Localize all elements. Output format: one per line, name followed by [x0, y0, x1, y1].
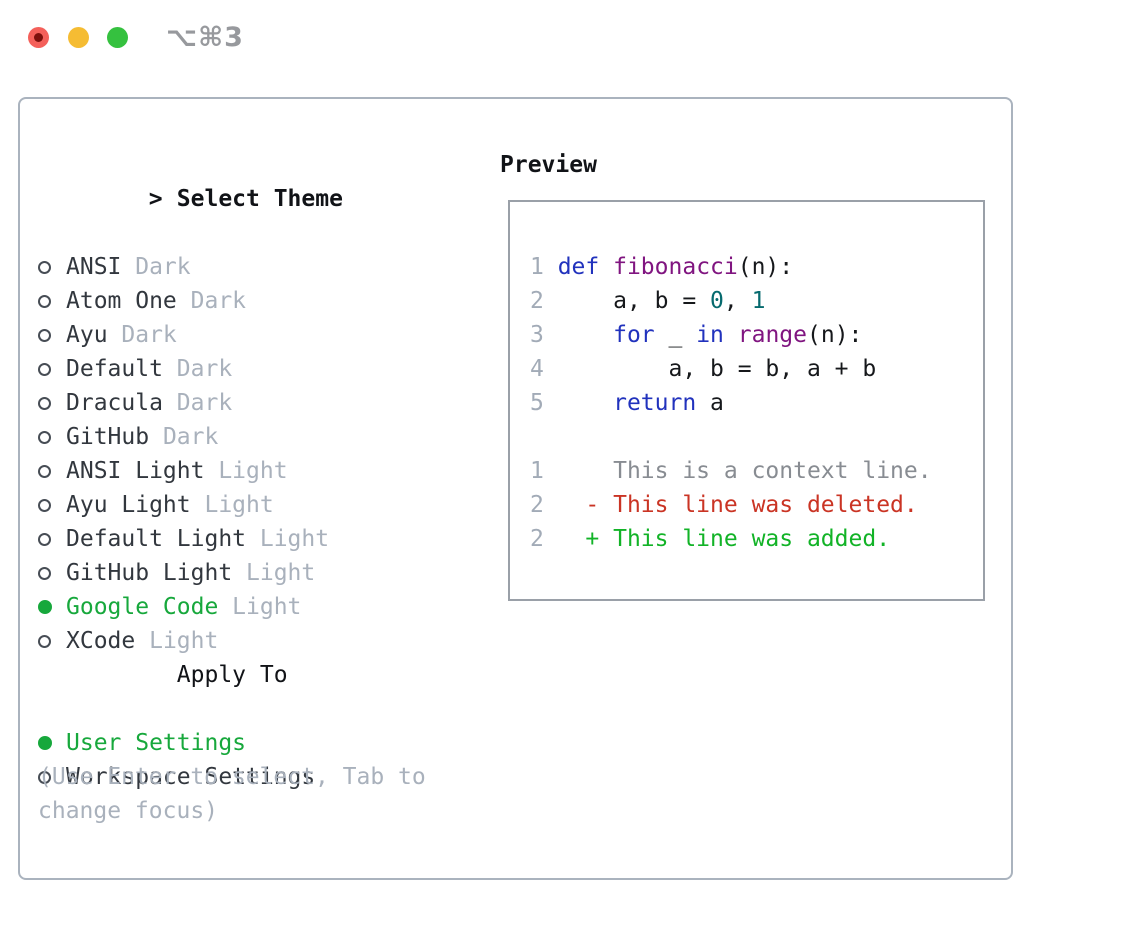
line-number: 1 — [530, 458, 558, 484]
theme-variant: Dark — [190, 288, 247, 314]
preview-box: 1 def fibonacci(n): 2 a, b = 0, 1 3 for _ … — [508, 200, 985, 601]
code-line: 4 a, b = b, a + b — [530, 356, 877, 382]
apply-to-option[interactable]: Workspace Settings — [38, 760, 315, 794]
theme-name: Atom One — [66, 288, 177, 314]
theme-option[interactable]: Default Light Light — [38, 522, 343, 556]
theme-option[interactable]: Atom One Dark — [38, 284, 343, 318]
theme-name: ANSI — [66, 254, 122, 280]
theme-option[interactable]: Google Code Light — [38, 590, 343, 624]
theme-variant: Light — [246, 560, 316, 586]
theme-name: Google Code — [66, 594, 219, 620]
titlebar: ⌥⌘3 — [0, 0, 1140, 74]
apply-to-option-label: Workspace Settings — [66, 764, 316, 790]
theme-name: Ayu — [66, 322, 108, 348]
code-line: 5 return a — [530, 390, 724, 416]
radio-unselected-icon — [38, 556, 66, 590]
theme-variant: Light — [232, 594, 302, 620]
theme-name: XCode — [66, 628, 136, 654]
theme-option[interactable]: XCode Light — [38, 624, 343, 658]
radio-selected-icon — [38, 590, 66, 624]
theme-name: GitHub Light — [66, 560, 233, 586]
window-title: ⌥⌘3 — [166, 22, 244, 53]
code-line: 2 - This line was deleted. — [530, 492, 918, 518]
radio-unselected-icon — [38, 386, 66, 420]
select-theme-title: Select Theme — [176, 186, 343, 212]
minimize-button[interactable] — [68, 27, 89, 48]
theme-variant: Dark — [176, 356, 233, 382]
theme-variant: Light — [204, 492, 274, 518]
apply-to-header: Apply To — [38, 624, 315, 726]
theme-option[interactable]: Ayu Dark — [38, 318, 343, 352]
radio-unselected-icon — [38, 624, 66, 658]
radio-unselected-icon — [38, 420, 66, 454]
radio-unselected-icon — [38, 318, 66, 352]
close-dot-icon — [34, 33, 43, 42]
theme-name: Default Light — [66, 526, 247, 552]
line-number: 2 — [530, 288, 558, 314]
theme-variant: Dark — [135, 254, 191, 280]
radio-unselected-icon — [38, 760, 66, 794]
theme-option[interactable]: Ayu Light Light — [38, 488, 343, 522]
code-line: 2 + This line was added. — [530, 526, 891, 552]
line-number: 1 — [530, 254, 558, 280]
theme-option[interactable]: Dracula Dark — [38, 386, 343, 420]
theme-option[interactable]: GitHub Dark — [38, 420, 343, 454]
theme-name: Dracula — [66, 390, 163, 416]
theme-variant: Light — [259, 526, 330, 552]
line-number: 2 — [530, 492, 558, 518]
theme-name: GitHub — [66, 424, 150, 450]
focus-caret-icon: > — [148, 186, 163, 212]
radio-unselected-icon — [38, 352, 66, 386]
apply-to-title: Apply To — [176, 662, 288, 688]
code-line — [530, 420, 983, 454]
code-line: 2 a, b = 0, 1 — [530, 288, 766, 314]
radio-unselected-icon — [38, 250, 66, 284]
line-number: 3 — [530, 322, 558, 348]
line-number: 4 — [530, 356, 558, 382]
line-number: 5 — [530, 390, 558, 416]
code-line: 1 This is a context line. — [530, 458, 932, 484]
theme-option[interactable]: Default Dark — [38, 352, 343, 386]
close-button[interactable] — [28, 27, 49, 48]
hint-text: (Use Enter to select, Tab to change focu… — [38, 764, 426, 824]
theme-name: Default — [66, 356, 163, 382]
theme-option[interactable]: ANSI Light Light — [38, 454, 343, 488]
apply-to-option[interactable]: User Settings — [38, 726, 315, 760]
line-number: 2 — [530, 526, 558, 552]
theme-name: Ayu Light — [66, 492, 191, 518]
code-line: 3 for _ in range(n): — [530, 322, 863, 348]
theme-variant: Light — [149, 628, 219, 654]
theme-name: ANSI Light — [66, 458, 205, 484]
select-theme-header: > Select Theme — [38, 148, 343, 250]
radio-unselected-icon — [38, 454, 66, 488]
theme-variant: Dark — [121, 322, 177, 348]
theme-option[interactable]: ANSI Dark — [38, 250, 343, 284]
zoom-button[interactable] — [107, 27, 128, 48]
radio-unselected-icon — [38, 488, 66, 522]
radio-unselected-icon — [38, 522, 66, 556]
theme-variant: Dark — [176, 390, 233, 416]
theme-variant: Light — [218, 458, 288, 484]
preview-title: Preview — [500, 152, 597, 178]
apply-to-option-label: User Settings — [66, 730, 247, 756]
code-line: 1 def fibonacci(n): — [530, 254, 794, 280]
radio-selected-icon — [38, 726, 66, 760]
theme-variant: Dark — [162, 424, 219, 450]
radio-unselected-icon — [38, 284, 66, 318]
theme-option[interactable]: GitHub Light Light — [38, 556, 343, 590]
